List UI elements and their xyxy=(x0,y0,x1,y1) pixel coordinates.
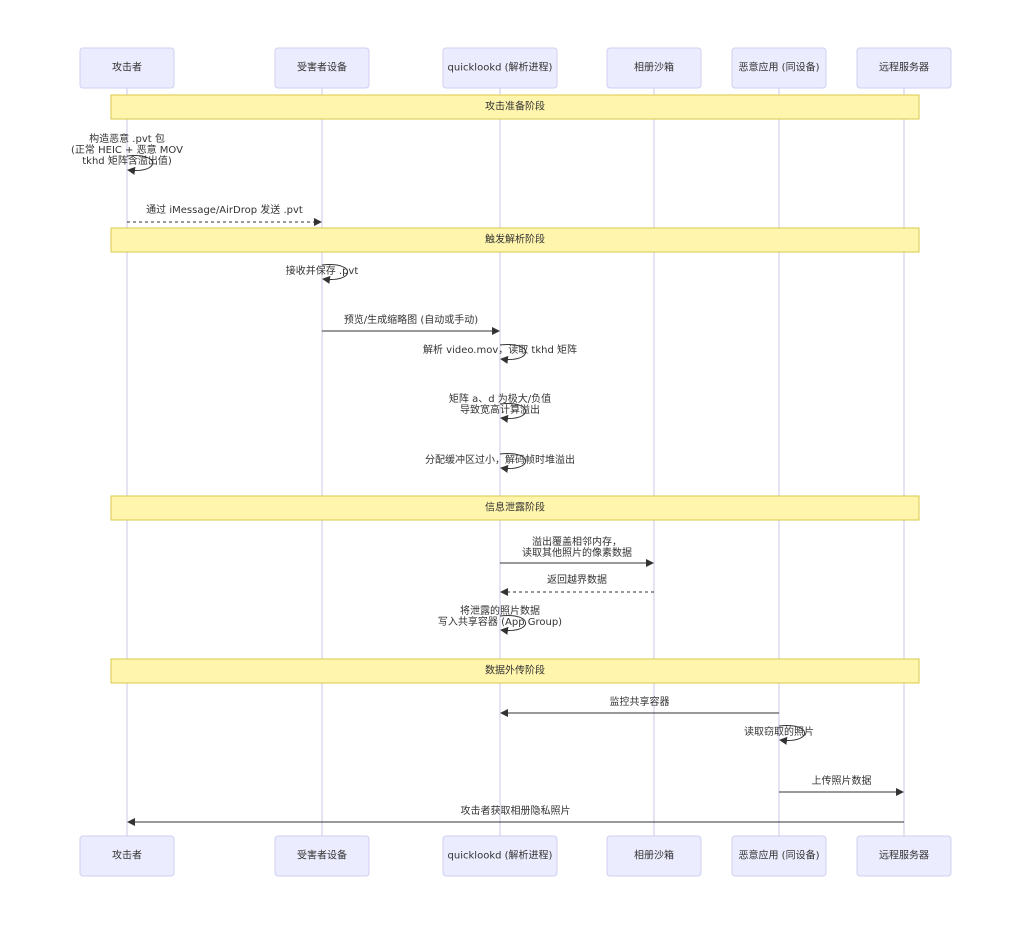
self-message-arrow xyxy=(499,615,527,635)
participant-box xyxy=(731,47,827,89)
participant-attacker-bottom: 攻击者 xyxy=(79,835,175,877)
message-label: 导致宽高计算溢出 xyxy=(460,403,540,416)
participant-quicklookd-top: quicklookd (解析进程) xyxy=(442,47,558,89)
message-label: 解析 video.mov，读取 tkhd 矩阵 xyxy=(423,343,577,356)
phase-note-box xyxy=(110,94,920,120)
phase-note-label: 数据外传阶段 xyxy=(485,664,545,677)
message: 通过 iMessage/AirDrop 发送 .pvt xyxy=(127,203,322,226)
message: 预览/生成缩略图 (自动或手动) xyxy=(322,313,500,335)
message-label: 将泄露的照片数据 xyxy=(460,604,540,617)
participant-sandbox-top: 相册沙箱 xyxy=(606,47,702,89)
message: 上传照片数据 xyxy=(779,774,904,796)
phase-note: 数据外传阶段 xyxy=(110,658,920,684)
self-message-arrow xyxy=(321,264,349,284)
message-label: 预览/生成缩略图 (自动或手动) xyxy=(344,313,478,326)
phase-note: 触发解析阶段 xyxy=(110,227,920,253)
participant-label: 攻击者 xyxy=(112,61,142,74)
message: 读取窃取的照片 xyxy=(744,725,814,745)
participant-victim-top: 受害者设备 xyxy=(274,47,370,89)
participant-malapp-bottom: 恶意应用 (同设备) xyxy=(731,835,827,877)
participant-label: 远程服务器 xyxy=(879,61,929,74)
participant-box xyxy=(731,835,827,877)
participant-server-top: 远程服务器 xyxy=(856,47,952,89)
participant-label: 远程服务器 xyxy=(879,849,929,862)
message-label: 溢出覆盖相邻内存， xyxy=(532,535,622,548)
message: 接收并保存 .pvt xyxy=(286,264,359,284)
message-label: 分配缓冲区过小，解码帧时堆溢出 xyxy=(425,453,575,466)
phase-note-box xyxy=(110,227,920,253)
self-message-arrow xyxy=(499,403,527,423)
participant-box xyxy=(606,47,702,89)
self-message-arrow xyxy=(778,725,806,745)
phase-note-box xyxy=(110,495,920,521)
message: 攻击者获取相册隐私照片 xyxy=(127,804,904,826)
phase-note-box xyxy=(110,658,920,684)
participant-box xyxy=(856,47,952,89)
message: 解析 video.mov，读取 tkhd 矩阵 xyxy=(423,343,577,364)
message-label: 构造恶意 .pvt 包 xyxy=(89,132,165,145)
participant-box xyxy=(442,47,558,89)
phase-note-label: 攻击准备阶段 xyxy=(485,100,545,113)
message-label: 矩阵 a、d 为极大/负值 xyxy=(449,392,551,405)
message-label: 通过 iMessage/AirDrop 发送 .pvt xyxy=(146,203,303,216)
message-label: 返回越界数据 xyxy=(547,573,607,586)
message-label: 读取其他照片的像素数据 xyxy=(522,546,632,559)
participant-malapp-top: 恶意应用 (同设备) xyxy=(731,47,827,89)
participant-box xyxy=(274,835,370,877)
message: 分配缓冲区过小，解码帧时堆溢出 xyxy=(425,453,575,473)
message-label: 写入共享容器 (App Group) xyxy=(438,615,562,628)
message-label: 接收并保存 .pvt xyxy=(286,264,359,277)
participant-box xyxy=(79,47,175,89)
participant-box xyxy=(442,835,558,877)
message: 返回越界数据 xyxy=(500,573,654,596)
message-label: 攻击者获取相册隐私照片 xyxy=(461,804,571,817)
participant-label: 恶意应用 (同设备) xyxy=(739,61,820,74)
phase-note: 攻击准备阶段 xyxy=(110,94,920,120)
participant-box xyxy=(274,47,370,89)
self-message-arrow xyxy=(126,155,154,175)
participant-label: 受害者设备 xyxy=(297,61,347,74)
message-label: (正常 HEIC + 恶意 MOV xyxy=(71,143,183,156)
phase-note-label: 触发解析阶段 xyxy=(485,233,545,246)
message-label: 上传照片数据 xyxy=(812,774,872,787)
participant-label: 相册沙箱 xyxy=(634,849,674,862)
participant-box xyxy=(856,835,952,877)
participant-quicklookd-bottom: quicklookd (解析进程) xyxy=(442,835,558,877)
participant-server-bottom: 远程服务器 xyxy=(856,835,952,877)
message-label: tkhd 矩阵含溢出值) xyxy=(82,154,172,167)
participant-label: 恶意应用 (同设备) xyxy=(739,849,820,862)
participant-label: 相册沙箱 xyxy=(634,61,674,74)
participant-attacker-top: 攻击者 xyxy=(79,47,175,89)
participant-label: quicklookd (解析进程) xyxy=(448,849,553,862)
participant-box xyxy=(606,835,702,877)
phase-note: 信息泄露阶段 xyxy=(110,495,920,521)
participant-box xyxy=(79,835,175,877)
participant-label: quicklookd (解析进程) xyxy=(448,61,553,74)
self-message-arrow xyxy=(499,453,527,473)
message-label: 监控共享容器 xyxy=(610,695,670,708)
phase-note-label: 信息泄露阶段 xyxy=(485,501,545,514)
message-label: 读取窃取的照片 xyxy=(744,725,814,738)
self-message-arrow xyxy=(499,344,527,364)
message: 监控共享容器 xyxy=(500,695,779,717)
participant-sandbox-bottom: 相册沙箱 xyxy=(606,835,702,877)
participant-victim-bottom: 受害者设备 xyxy=(274,835,370,877)
participant-label: 攻击者 xyxy=(112,849,142,862)
participant-label: 受害者设备 xyxy=(297,849,347,862)
message: 溢出覆盖相邻内存，读取其他照片的像素数据 xyxy=(500,535,654,567)
